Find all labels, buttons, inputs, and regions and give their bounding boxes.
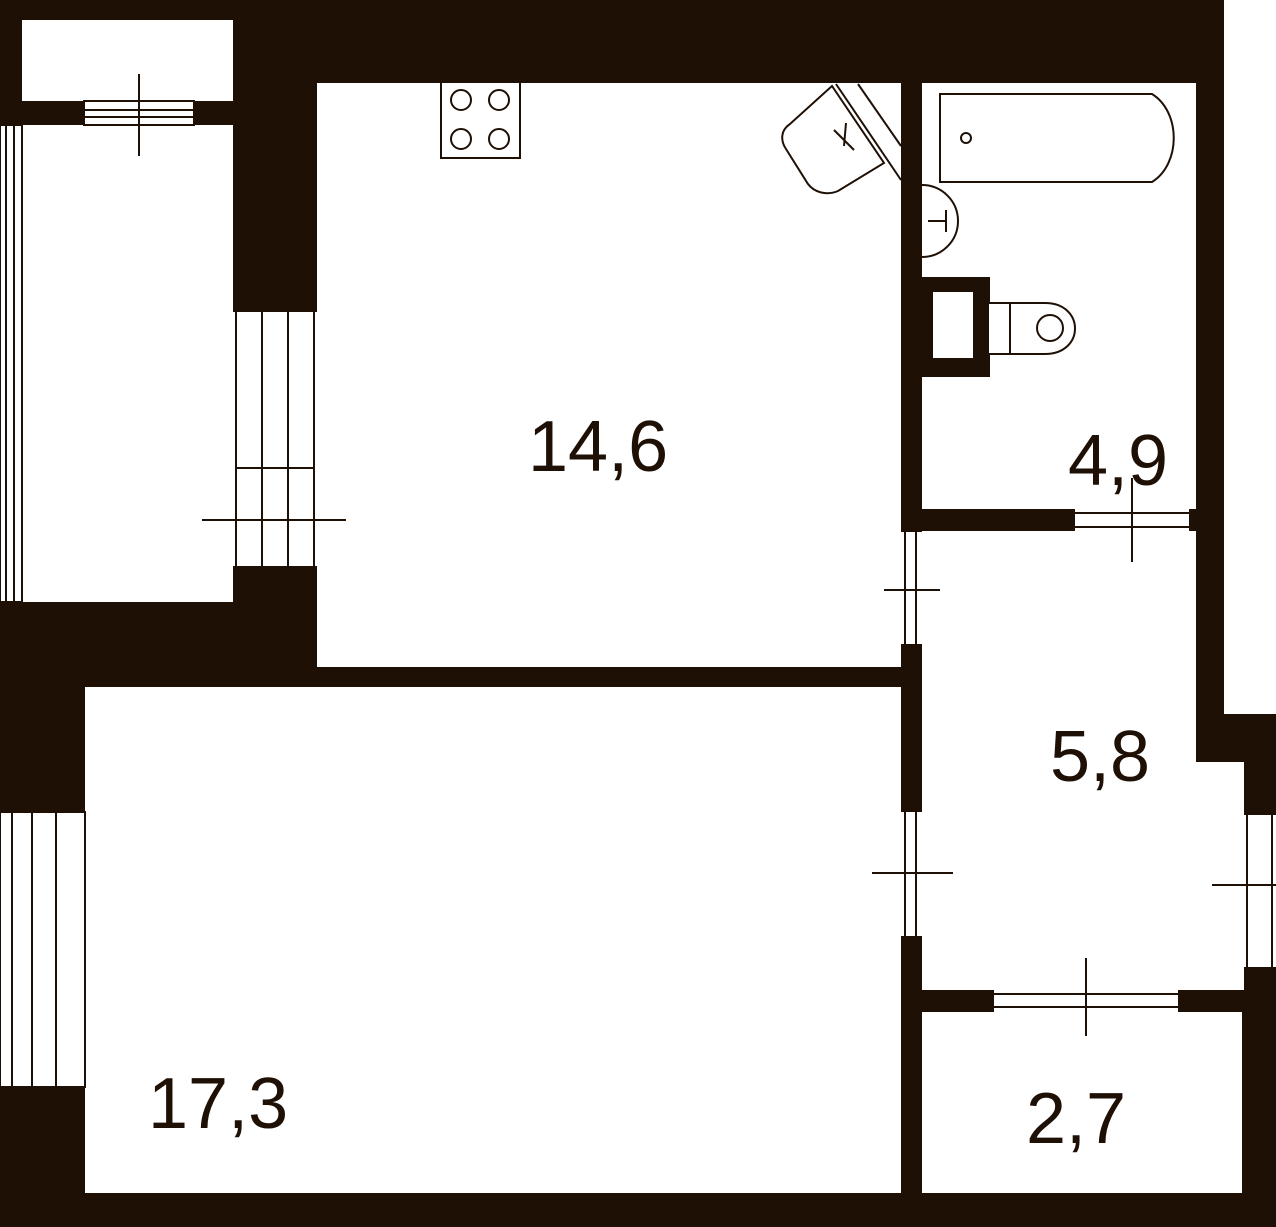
toilet-icon	[921, 277, 1076, 377]
living-room-window	[0, 811, 86, 1088]
living-room-floor	[85, 687, 901, 1193]
hall-floor	[922, 531, 1244, 990]
kitchen-area-label: 14,6	[528, 407, 668, 487]
washbasin-icon	[921, 184, 959, 258]
balcony-doorway	[232, 312, 318, 566]
storage-floor	[922, 1012, 1242, 1193]
balcony-top-window	[83, 74, 195, 156]
door-leaves	[872, 478, 1276, 1036]
balcony-top-floor	[22, 20, 233, 101]
kitchen-sink-icon	[781, 83, 902, 195]
balcony-side-glazing	[0, 124, 23, 603]
bathroom-area-label: 4,9	[1068, 421, 1168, 501]
kitchen-floor	[317, 83, 901, 667]
balcony-floor	[22, 125, 233, 602]
bathtub-icon	[939, 93, 1175, 183]
storage-area-label: 2,7	[1026, 1079, 1126, 1159]
living-room-area-label: 17,3	[148, 1064, 288, 1144]
balcony-door	[202, 312, 346, 566]
hall-area-label: 5,8	[1050, 717, 1150, 797]
entrance-doorway	[1243, 815, 1276, 967]
kitchen-hall-doorway	[900, 532, 923, 644]
stove-icon	[440, 81, 521, 159]
